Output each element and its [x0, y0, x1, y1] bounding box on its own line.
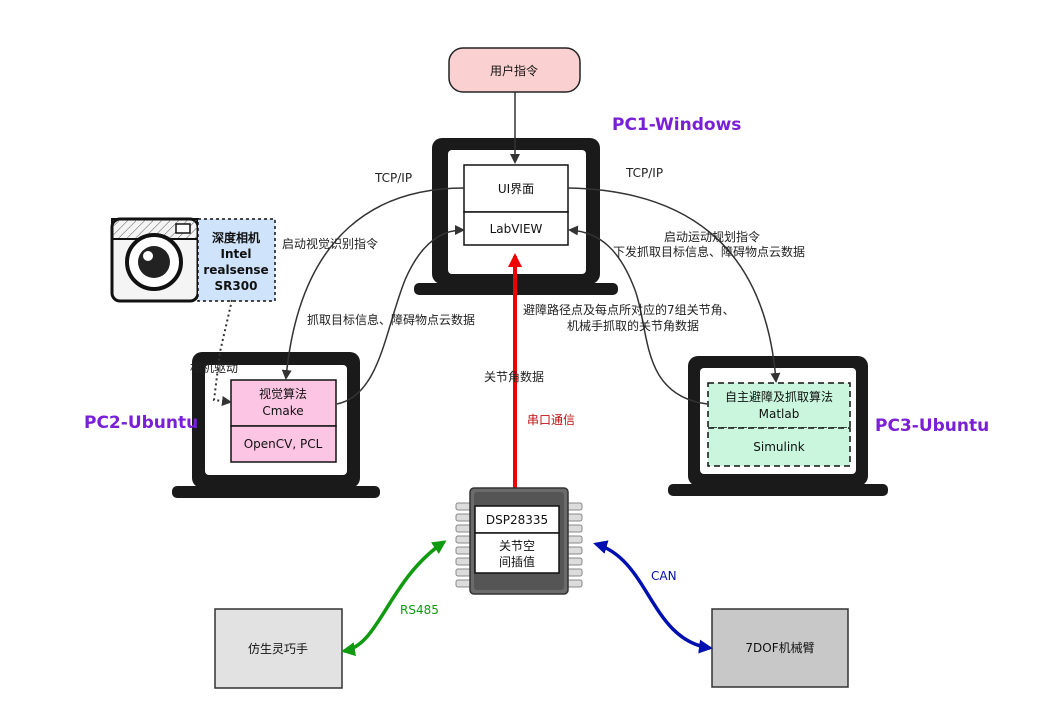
dsp-interp-line2: 间插值	[499, 554, 535, 569]
path-data-arrow	[568, 225, 708, 405]
dexterous-hand-node: 仿生灵巧手	[214, 608, 343, 689]
start-motion-label-2: 下发抓取目标信息、障碍物点云数据	[613, 244, 805, 259]
camera-line1: 深度相机	[212, 230, 260, 245]
pc2-vision-line1: 视觉算法	[259, 386, 307, 401]
tcp-left-label: TCP/IP	[374, 171, 412, 185]
camera-info-box: 深度相机 Intel realsense SR300	[197, 218, 276, 302]
pc1-labview-label: LabVIEW	[490, 222, 543, 236]
dsp-chip-box: DSP28335	[474, 505, 560, 534]
pc2-libs-box: OpenCV, PCL	[230, 425, 337, 463]
pc3-simulink-label: Simulink	[753, 440, 805, 454]
rs485-arrow	[341, 540, 447, 657]
camera-line3: realsense	[203, 263, 268, 277]
can-label: CAN	[651, 569, 677, 583]
pc2-title: PC2-Ubuntu	[84, 413, 198, 433]
pc1-ui-box: UI界面	[463, 164, 569, 213]
joint-data-label: 关节角数据	[484, 369, 544, 384]
tcp-right-label: TCP/IP	[625, 166, 663, 180]
pc3-simulink-box: Simulink	[707, 427, 851, 467]
can-arrow	[593, 540, 713, 654]
pc1-ui-label: UI界面	[498, 182, 534, 196]
pc1-labview-box: LabVIEW	[463, 211, 569, 246]
grab-info-label: 抓取目标信息、障碍物点云数据	[307, 312, 475, 327]
user-command-label: 用户指令	[490, 63, 538, 78]
hand-label: 仿生灵巧手	[248, 642, 308, 656]
dsp-interp-box: 关节空 间插值	[474, 532, 560, 574]
dsp-interp-line1: 关节空	[499, 539, 535, 553]
serial-label: 串口通信	[527, 413, 575, 427]
camera-driver-label: 相机驱动	[190, 361, 238, 375]
pc3-algo-line2: Matlab	[759, 407, 800, 421]
pc2-libs-label: OpenCV, PCL	[244, 437, 323, 451]
user-command-node: 用户指令	[448, 47, 581, 93]
camera-line4: SR300	[215, 279, 258, 293]
arm-label: 7DOF机械臂	[745, 640, 814, 655]
rs485-label: RS485	[400, 603, 439, 617]
pc2-vision-box: 视觉算法 Cmake	[230, 379, 337, 427]
start-vision-label: 启动视觉识别指令	[282, 236, 378, 251]
dsp-chip-label: DSP28335	[486, 513, 548, 527]
camera-line2: Intel	[221, 247, 252, 261]
path-label-1: 避障路径点及每点所对应的7组关节角、	[523, 302, 735, 317]
start-motion-arrow	[567, 187, 781, 383]
robot-arm-node: 7DOF机械臂	[711, 608, 849, 688]
camera-driver-arrow	[212, 299, 233, 406]
grab-info-arrow	[336, 225, 465, 405]
pc3-algo-box: 自主避障及抓取算法 Matlab	[707, 382, 851, 429]
camera-icon	[110, 217, 200, 303]
pc2-vision-line2: Cmake	[262, 404, 303, 418]
start-vision-arrow	[281, 187, 465, 380]
start-motion-label-1: 启动运动规划指令	[664, 229, 760, 244]
pc3-title: PC3-Ubuntu	[875, 416, 989, 436]
path-label-2: 机械手抓取的关节角数据	[567, 318, 699, 333]
pc3-algo-line1: 自主避障及抓取算法	[725, 389, 833, 404]
pc1-title: PC1-Windows	[612, 115, 741, 135]
